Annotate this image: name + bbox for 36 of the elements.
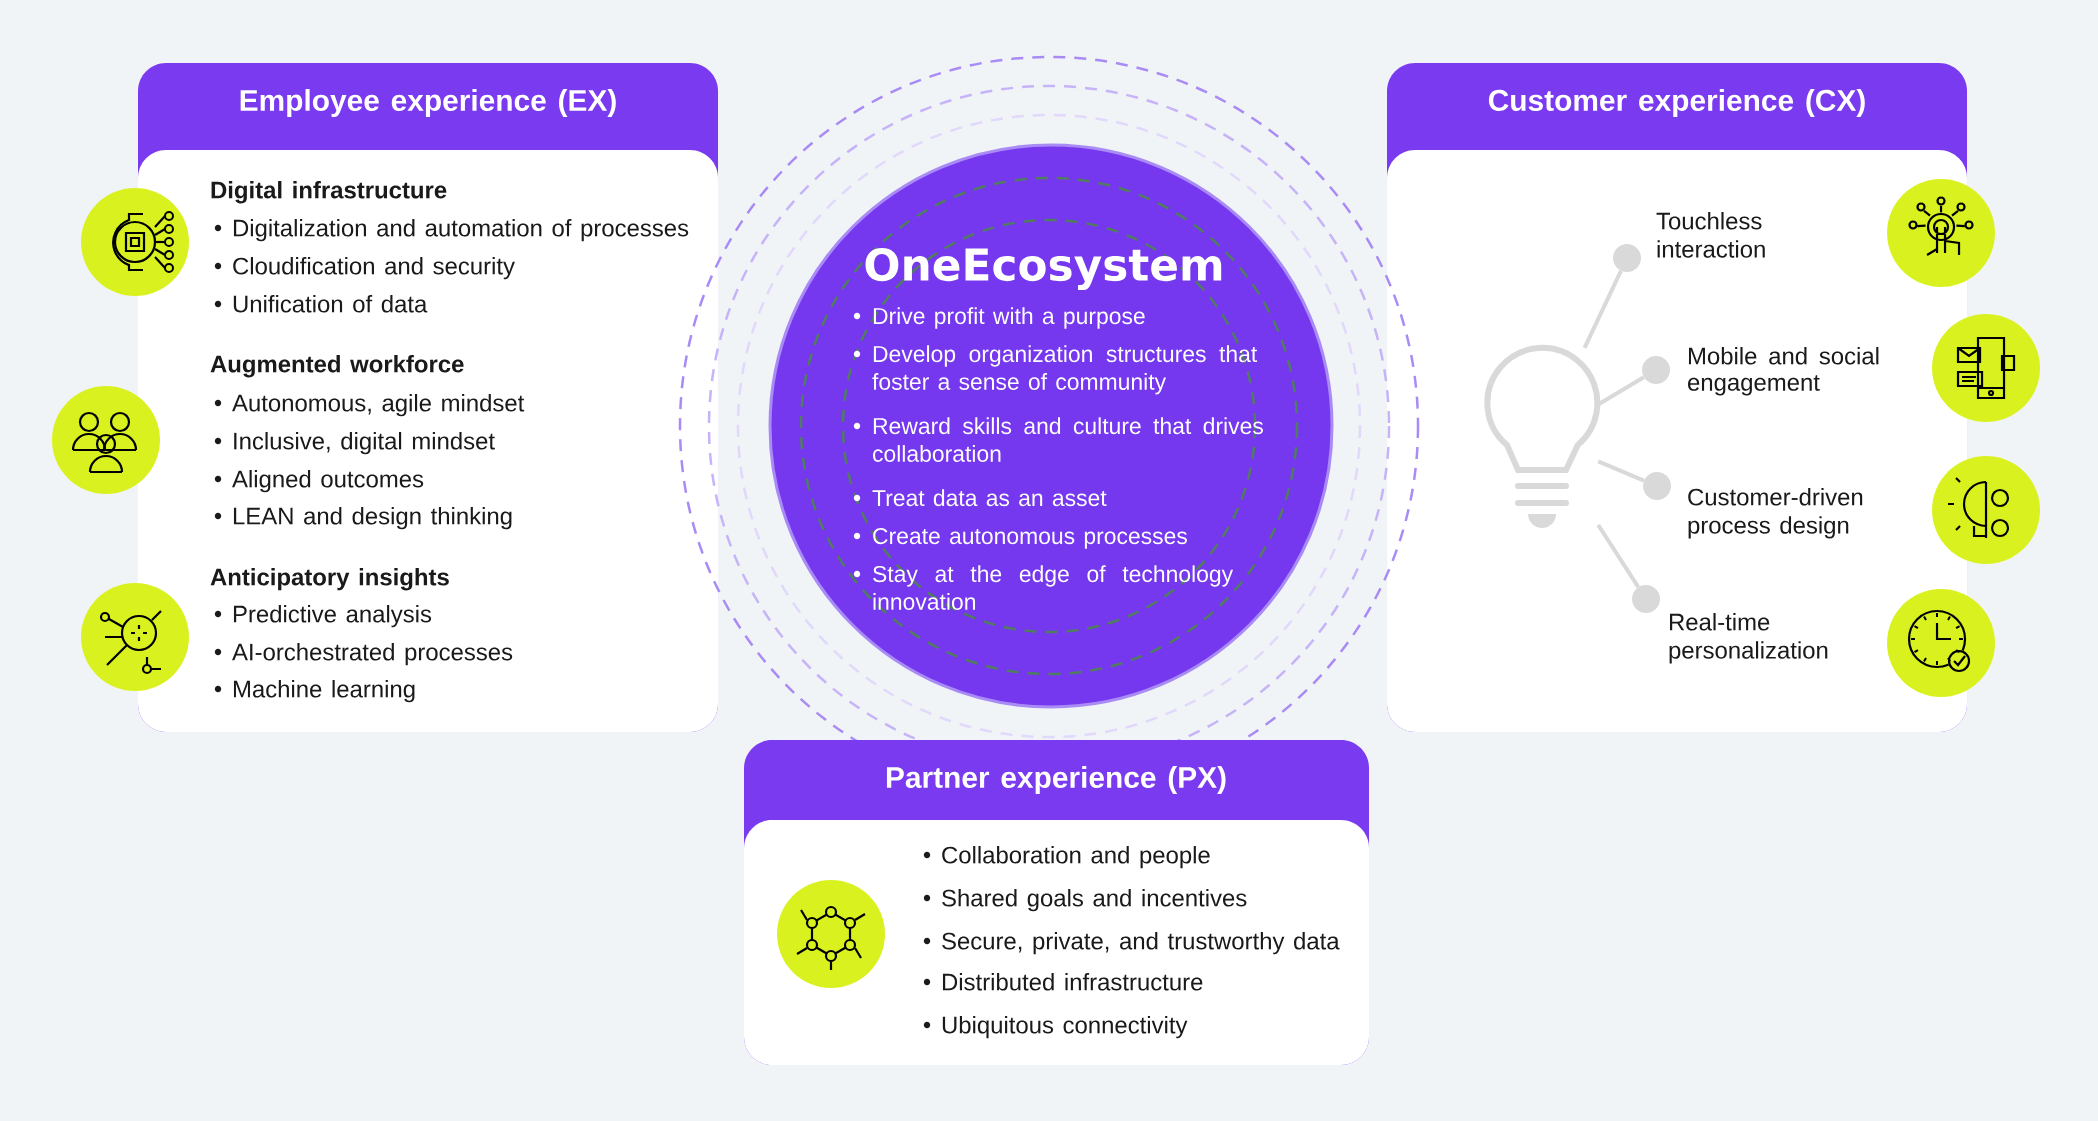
bullet-item: Develop organization structures that foster a sense of community	[853, 345, 1258, 395]
connector-line	[1582, 270, 1623, 349]
bullet-item: Treat data as an asset	[853, 489, 1107, 507]
bullet-item: Collaboration and people	[923, 846, 1210, 869]
section-heading: Anticipatory insights	[210, 568, 449, 591]
panel-heading: Partner experience (PX)	[886, 766, 1226, 794]
bullet-item: Shared goals and incentives	[923, 889, 1247, 912]
bullet-item: LEAN and design thinking	[214, 507, 512, 530]
bullet-item: Ubiquitous connectivity	[923, 1016, 1188, 1039]
bullet-item: Inclusive, digital mindset	[214, 432, 495, 455]
bullet-item: Cloudification and security	[214, 257, 515, 280]
panel-heading: Customer experience (CX)	[1488, 89, 1865, 117]
bullet-item: Machine learning	[214, 680, 415, 703]
lightbulb-drawing	[1484, 344, 1601, 528]
bullet-item: Drive profit with a purpose	[853, 307, 1145, 329]
bullet-item: Digitalization and automation of processes	[214, 219, 689, 242]
circle-title: OneEcosystem	[865, 248, 1222, 290]
item-label: Mobile and social engagement	[1688, 347, 1879, 396]
connector-line	[1597, 375, 1645, 407]
bullet-item: Predictive analysis	[214, 605, 432, 628]
panel-heading: Employee experience (EX)	[240, 89, 616, 117]
item-label: Touchless interaction	[1656, 212, 1765, 258]
bullet-item: Stay at the edge of technology innovation	[853, 565, 1234, 610]
connector-line	[1596, 523, 1640, 589]
section-heading: Augmented workforce	[210, 355, 464, 378]
bullet-item: AI-orchestrated processes	[214, 643, 513, 666]
bullet-item: Unification of data	[214, 295, 428, 313]
connector-line	[1597, 459, 1645, 483]
bullet-item: Aligned outcomes	[214, 470, 424, 493]
bullet-item: Autonomous, agile mindset	[214, 394, 525, 417]
bullet-item: Secure, private, and trustworthy data	[923, 932, 1340, 955]
section-heading: Digital infrastructure	[211, 181, 447, 204]
item-label: Customer-driven process design	[1688, 488, 1863, 539]
bullet-item: Distributed infrastructure	[923, 973, 1203, 991]
bullet-item: Reward skills and culture that drives collaboration	[853, 417, 1263, 462]
item-label: Real-time personalization	[1669, 613, 1828, 664]
